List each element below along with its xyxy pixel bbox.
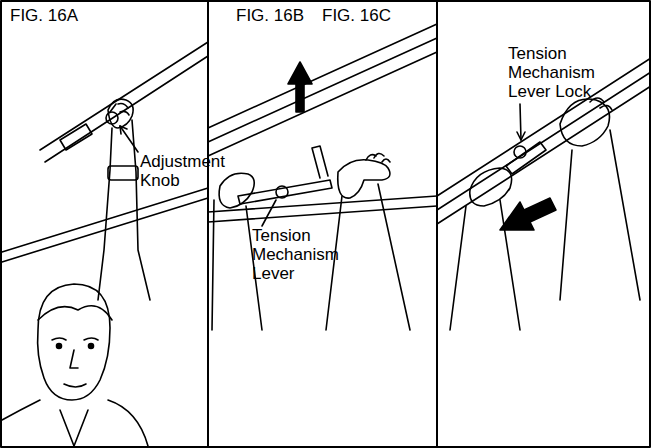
panel-b-drawing: [208, 24, 437, 330]
figure-number: FIG. 16B: [236, 6, 304, 25]
up-arrow: [288, 62, 312, 112]
left-arrow: [500, 198, 556, 230]
figure-number: FIG. 16C: [322, 6, 391, 25]
figure-number: FIG. 16A: [10, 6, 78, 25]
part-label: Adjustment Knob: [140, 152, 230, 190]
panel-a-drawing: [2, 42, 208, 446]
part-label: Tension Mechanism Lever Lock: [508, 44, 616, 101]
panel-divider: [207, 1, 209, 447]
part-label: Tension Mechanism Lever: [252, 226, 348, 283]
